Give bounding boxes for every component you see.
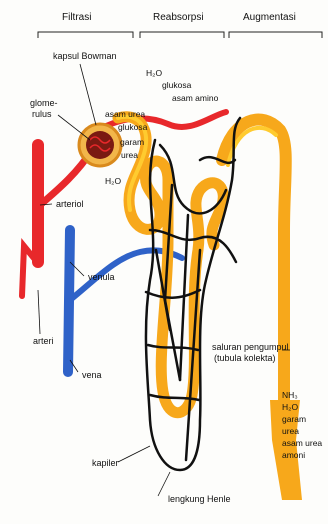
bracket-augmentation (229, 32, 322, 38)
label-artery: arteri (33, 336, 54, 346)
label-capillary: kapiler (92, 458, 119, 468)
label-glomerulus-1: glome- (30, 98, 58, 108)
glomerulus (86, 131, 114, 159)
urine-item: urea (282, 426, 299, 436)
label-collecting-duct-2: (tubula kolekta) (214, 353, 276, 363)
reabsorbed-item: asam amino (172, 93, 219, 103)
section-headers: Filtrasi Reabsorpsi Augmentasi (38, 12, 322, 38)
filtrate-item: garam (120, 137, 144, 147)
reabsorbed-item: H₂O (146, 68, 162, 78)
label-glomerulus-2: rulus (32, 109, 52, 119)
label-loop-of-henle: lengkung Henle (168, 494, 231, 504)
label-arteriole: arteriol (56, 199, 84, 209)
label-bowman-capsule: kapsul Bowman (53, 51, 117, 61)
section-filtration: Filtrasi (62, 12, 91, 23)
label-venule: venula (88, 272, 115, 282)
urine-item: NH₃ (282, 390, 298, 400)
reabsorbed-item: glukosa (162, 80, 192, 90)
section-augmentation: Augmentasi (243, 12, 296, 23)
filtrate-item: urea (121, 150, 138, 160)
label-collecting-duct-1: saluran pengumpul (212, 342, 289, 352)
urine-item: amoni (282, 450, 305, 460)
filtrate-item: asam urea (105, 109, 145, 119)
section-reabsorption: Reabsorpsi (153, 12, 204, 23)
urine-item: asam urea (282, 438, 322, 448)
urine-item: garam (282, 414, 306, 424)
bracket-filtration (38, 32, 133, 38)
bracket-reabsorption (140, 32, 224, 38)
urine-item: H₂O (282, 402, 298, 412)
bowman-capsule (79, 124, 121, 166)
reabsorbed-list: H₂O glukosa asam amino (146, 68, 219, 103)
filtrate-item: glukosa (118, 122, 148, 132)
label-vein: vena (82, 370, 102, 380)
filtrate-item: H₂O (105, 176, 121, 186)
